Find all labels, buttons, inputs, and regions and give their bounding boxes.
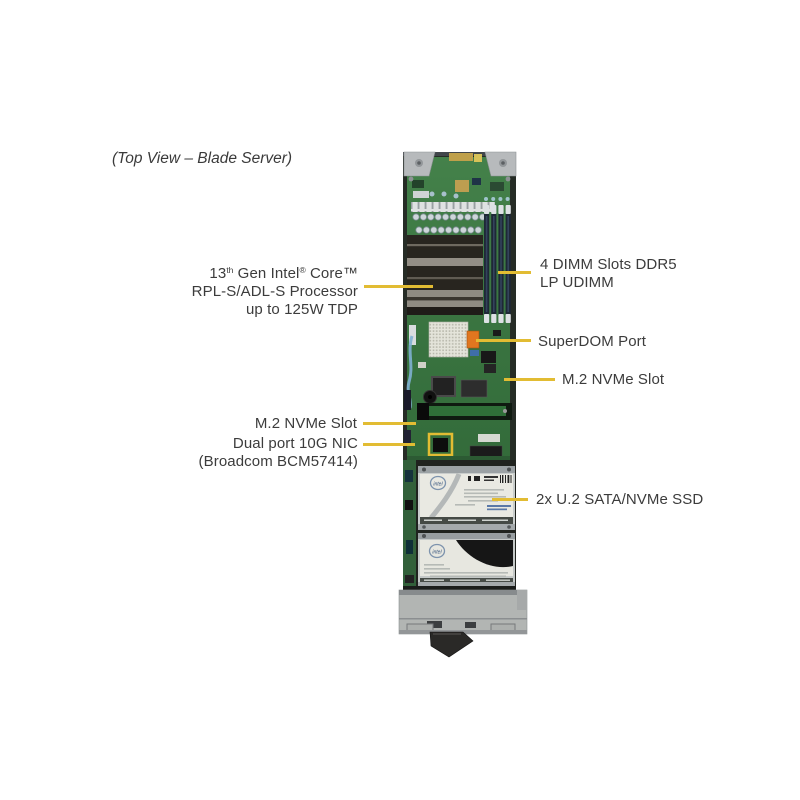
nic-label-line2: (Broadcom BCM57414) [198,453,358,470]
dimm-label-line2: LP UDIMM [540,274,614,291]
intel-logo [429,475,447,491]
callout-label-m2-left: M.2 NVMe Slot [254,415,357,432]
cpu-label-line3: up to 125W TDP [245,301,358,318]
callout-label-m2-right: M.2 NVMe Slot [562,371,665,388]
dimm-slots [484,205,511,323]
bga-chip [428,321,469,358]
ssd-bay: intel [403,460,516,604]
nic-label-line1: Dual port 10G NIC [232,435,358,452]
callout-label-nic: Dual port 10G NIC (Broadcom BCM57414) [199,435,358,471]
bottom-bracket [398,586,528,658]
callout-label-dimm: 4 DIMM Slots DDR5 LP UDIMM [540,256,677,292]
cpu-label-line1: 13th Gen Intel® Core™ [209,265,358,282]
callout-line-nic [363,443,415,446]
ssd-drive-1: intel [418,466,515,530]
svg-text:intel: intel [433,482,443,488]
vrm-capacitors [411,197,510,234]
callout-line-superdom [476,339,531,342]
cpu-heatsink [407,235,483,315]
top-edge-connector [449,153,473,161]
figure-title: (Top View – Blade Server) [112,150,293,167]
m2-slot [417,403,512,420]
callout-label-cpu: 13th Gen Intel® Core™ RPL-S/ADL-S Proces… [192,261,358,319]
callout-label-superdom: SuperDOM Port [538,333,646,350]
callout-line-m2-right [504,378,555,381]
dimm-label-line1: 4 DIMM Slots DDR5 [540,256,677,273]
cpu-label-line2: RPL-S/ADL-S Processor [191,283,358,300]
top-brackets [403,151,517,177]
release-latch [429,631,474,658]
callout-label-ssd: 2x U.2 SATA/NVMe SSD [536,491,704,508]
nic-highlight-box [427,432,454,457]
intel-logo [428,543,446,559]
callout-line-ssd [492,498,528,501]
nic-chip [433,438,448,452]
svg-text:intel: intel [432,550,442,556]
callout-line-cpu [364,285,433,288]
callout-line-m2-left [363,422,416,425]
callout-line-dimm [498,271,531,274]
ssd-drive-2: intel [418,533,515,586]
